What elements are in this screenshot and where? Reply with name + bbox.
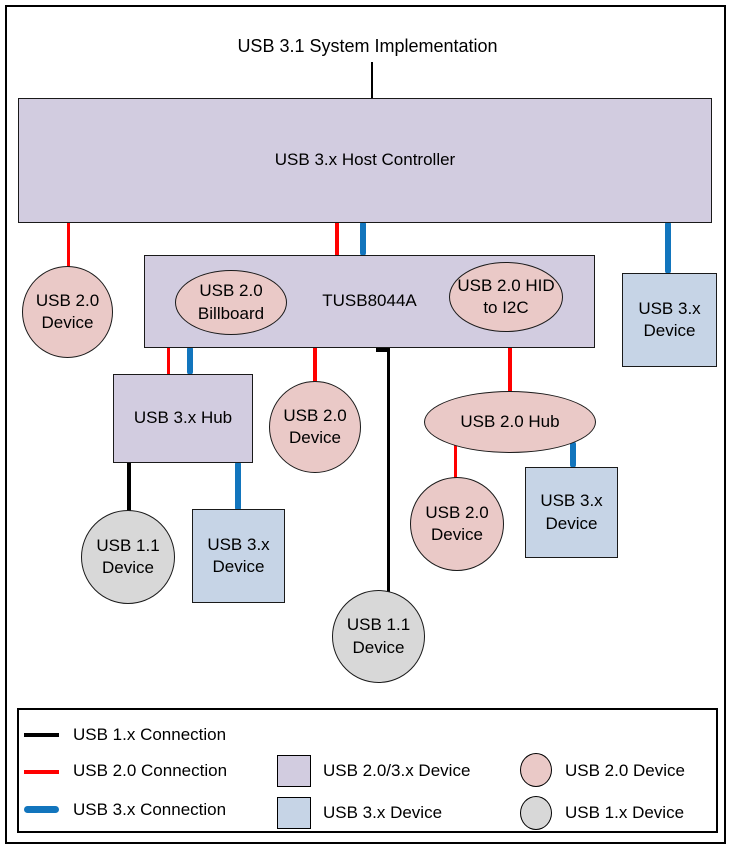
connection-usb3-tusb-to-hub3x [187,346,193,375]
node-usb20-device-under-hub20: USB 2.0 Device [410,477,504,571]
connection-usb3-hub20-to-device [570,441,576,468]
node-usb3x-device-under-hub: USB 3.x Device [192,509,285,603]
node-usb20-billboard: USB 2.0 Billboard [175,270,287,335]
connection-usb2-hub20-to-device [453,445,457,478]
diagram-title: USB 3.1 System Implementation [237,36,498,56]
legend-label-usb20-3x-device: USB 2.0/3.x Device [323,761,471,780]
connection-usb2-host-to-tusb [335,223,339,256]
node-label: USB 2.0 Device [35,290,100,332]
legend [17,708,718,833]
legend-purple-rect-swatch [277,755,311,787]
legend-usb2-line-swatch [24,770,59,774]
node-usb20-hub: USB 2.0 Hub [424,391,596,453]
legend-gray-ellipse-swatch [520,796,552,830]
legend-label-usb3x-device: USB 3.x Device [323,803,443,822]
node-label: USB 3.x Host Controller [274,150,456,170]
legend-label-usb1x-device: USB 1.x Device [565,803,685,822]
node-label: USB 2.0 Device [283,405,347,447]
node-usb20-hid-to-i2c: USB 2.0 HID to I2C [449,262,563,332]
node-label: USB 2.0 Billboard [197,281,265,323]
legend-label-usb2-connection: USB 2.0 Connection [73,761,228,780]
title-connector-line [371,62,373,98]
node-label: USB 1.1 Device [96,535,160,577]
page-border [5,5,726,844]
node-label: USB 3.x Hub [133,408,233,428]
node-usb3x-device-under-hub20: USB 3.x Device [525,467,618,558]
legend-label-usb1-connection: USB 1.x Connection [73,725,227,744]
connection-usb1-hub3x-to-device [127,463,131,511]
node-label: USB 3.x Device [638,298,701,340]
node-label: USB 2.0 Device [425,502,489,544]
node-usb11-device-left: USB 1.1 Device [81,510,175,604]
node-usb20-device-top-left: USB 2.0 Device [22,266,113,358]
node-label: TUSB8044A [322,291,417,311]
connection-usb3-host-to-right-device [665,221,671,274]
legend-usb3-line-swatch [24,806,59,813]
legend-usb1-line-swatch [24,733,59,737]
connection-usb2-host-to-left-device [66,223,70,267]
node-tusb8044a: TUSB8044A USB 2.0 Billboard USB 2.0 HID … [144,255,595,348]
node-label: USB 3.x Device [540,491,603,533]
connection-usb3-hub3x-to-device [235,461,241,511]
node-usb11-device-bottom: USB 1.1 Device [332,590,425,683]
legend-blue-rect-swatch [277,797,311,829]
legend-pink-ellipse-swatch [520,753,552,787]
node-usb3x-hub: USB 3.x Hub [113,374,253,463]
legend-label-usb20-device: USB 2.0 Device [565,761,685,780]
node-usb3x-device-top-right: USB 3.x Device [622,273,717,367]
node-label: USB 1.1 Device [346,615,411,657]
connection-usb2-tusb-to-mid-device [313,348,317,382]
connection-usb2-tusb-to-hub20 [508,344,512,393]
connection-usb3-host-to-tusb [360,221,366,256]
node-label: USB 2.0 HID to I2C [457,275,555,317]
legend-label-usb3-connection: USB 3.x Connection [73,800,227,819]
node-label: USB 3.x Device [207,534,270,576]
node-usb20-device-mid: USB 2.0 Device [269,381,361,473]
node-label: USB 2.0 Hub [460,411,560,431]
connection-usb1-tusb-to-bottom-device [386,348,390,592]
connection-usb1-tusb-elbow [376,348,390,352]
node-usb3x-host-controller: USB 3.x Host Controller [18,98,712,223]
connection-usb2-tusb-to-hub3x [166,348,170,375]
